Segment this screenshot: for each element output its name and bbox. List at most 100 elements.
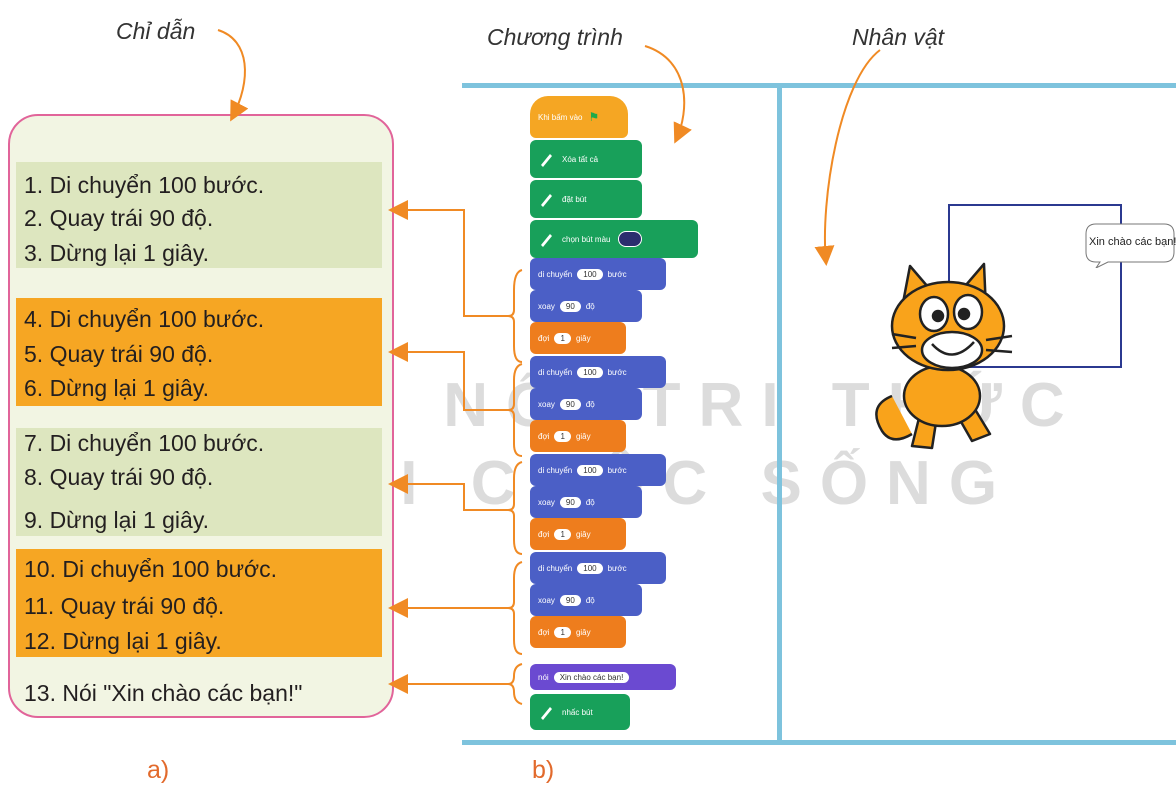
wait-block-unit: giây (575, 627, 591, 637)
wait-block-unit: giây (575, 333, 591, 343)
move-block[interactable]: di chuyển 100 bước (530, 552, 666, 584)
move-block[interactable]: di chuyển 100 bước (530, 356, 666, 388)
pen-icon (541, 194, 552, 207)
color-swatch[interactable] (618, 231, 643, 247)
wait-block-label: đợi (538, 627, 550, 637)
cat-sprite-icon (875, 262, 1013, 450)
instruction-line: 7. Di chuyển 100 bước. (24, 430, 265, 456)
pen-down-block[interactable]: đặt bút (530, 180, 642, 218)
turn-block[interactable]: xoay 90 độ (530, 584, 642, 616)
pen-icon (541, 707, 552, 720)
stage-bottom-border (462, 740, 1176, 745)
turn-block-unit: độ (585, 595, 595, 605)
wait-block-value[interactable]: 1 (554, 528, 571, 540)
wait-block-value[interactable]: 1 (554, 332, 571, 344)
instruction-line: 8. Quay trái 90 độ. (24, 464, 214, 490)
turn-block-label: xoay (538, 595, 555, 605)
brace-group-1 (507, 269, 523, 363)
erase-all-block[interactable]: Xóa tất cả (530, 140, 642, 178)
turn-block-value[interactable]: 90 (559, 594, 581, 606)
say-label: nói (538, 672, 549, 682)
instruction-group-1 (16, 162, 382, 268)
wait-block[interactable]: đợi 1 giây (530, 420, 626, 452)
stage-top-border (462, 83, 1176, 88)
move-block-value[interactable]: 100 (577, 562, 603, 574)
instruction-group-4 (16, 549, 382, 657)
instruction-line: 10. Di chuyển 100 bước. (24, 556, 277, 582)
erase-all-label: Xóa tất cả (562, 154, 599, 164)
move-block-value[interactable]: 100 (577, 464, 603, 476)
wait-block-label: đợi (538, 431, 550, 441)
when-flag-block[interactable]: Khi bấm vào ⚑ (530, 96, 628, 138)
move-block-unit: bước (607, 465, 627, 475)
move-block-value[interactable]: 100 (577, 268, 603, 280)
say-value[interactable]: Xin chào các bạn! (553, 671, 630, 683)
wait-block-label: đợi (538, 529, 550, 539)
turn-block-value[interactable]: 90 (559, 300, 581, 312)
wait-block[interactable]: đợi 1 giây (530, 616, 626, 648)
connector-group-3 (388, 474, 508, 511)
turn-block-unit: độ (585, 399, 595, 409)
pen-icon (541, 234, 552, 247)
wait-block-value[interactable]: 1 (554, 626, 571, 638)
move-block-label: di chuyển (538, 563, 573, 573)
pen-down-label: đặt bút (562, 194, 587, 204)
speech-bubble-text: Xin chào các bạn! (1089, 236, 1176, 248)
turn-block-unit: độ (585, 497, 595, 507)
turn-block-label: xoay (538, 301, 555, 311)
wait-block-label: đợi (538, 333, 550, 343)
heading-program: Chương trình (487, 24, 623, 50)
connector-group-2 (388, 342, 508, 411)
move-block-value[interactable]: 100 (577, 366, 603, 378)
say-block[interactable]: nói Xin chào các bạn! (530, 664, 676, 690)
instruction-line: 1. Di chuyển 100 bước. (24, 172, 265, 198)
program-arrow (644, 45, 692, 144)
turn-block-unit: độ (585, 301, 595, 311)
instruction-line: 3. Dừng lại 1 giây. (24, 240, 210, 266)
instruction-line: 2. Quay trái 90 độ. (24, 205, 214, 231)
brace-group-4 (507, 561, 523, 655)
pen-up-block[interactable]: nhấc bút (530, 694, 630, 730)
set-pen-color-block[interactable]: chọn bút màu (530, 220, 698, 258)
turn-block[interactable]: xoay 90 độ (530, 290, 642, 322)
move-block-label: di chuyển (538, 269, 573, 279)
set-pen-color-label: chọn bút màu (562, 234, 611, 244)
move-block-unit: bước (607, 367, 627, 377)
move-block-label: di chuyển (538, 367, 573, 377)
instruction-group-3 (16, 428, 382, 536)
green-flag-icon: ⚑ (588, 110, 600, 124)
instructions-arrow (217, 29, 249, 122)
instruction-line: 11. Quay trái 90 độ. (24, 593, 225, 619)
pen-up-label: nhấc bút (562, 707, 593, 717)
instruction-line: 5. Quay trái 90 độ. (24, 341, 214, 367)
move-block-unit: bước (607, 563, 627, 573)
instruction-line: 9. Dừng lại 1 giây. (24, 507, 210, 533)
wait-block-value[interactable]: 1 (554, 430, 571, 442)
move-block[interactable]: di chuyển 100 bước (530, 454, 666, 486)
instruction-line: 6. Dừng lại 1 giây. (24, 375, 210, 401)
wait-block-unit: giây (575, 529, 591, 539)
connector-group-1 (388, 200, 508, 317)
speech-bubble (1085, 223, 1175, 268)
instruction-line: 13. Nói "Xin chào các bạn!" (24, 680, 303, 706)
turn-block-value[interactable]: 90 (559, 496, 581, 508)
brace-say (507, 663, 523, 705)
move-block-label: di chuyển (538, 465, 573, 475)
heading-sprite: Nhân vật (852, 24, 945, 50)
caption-b: b) (532, 756, 555, 784)
wait-block-unit: giây (575, 431, 591, 441)
instruction-line: 12. Dừng lại 1 giây. (24, 628, 222, 654)
wait-block[interactable]: đợi 1 giây (530, 322, 626, 354)
caption-a: a) (147, 756, 170, 784)
brace-group-3 (507, 461, 523, 555)
turn-block-label: xoay (538, 399, 555, 409)
turn-block[interactable]: xoay 90 độ (530, 388, 642, 420)
when-flag-label: Khi bấm vào (538, 112, 583, 122)
instruction-line: 4. Di chuyển 100 bước. (24, 306, 265, 332)
instruction-group-2 (16, 298, 382, 406)
wait-block[interactable]: đợi 1 giây (530, 518, 626, 550)
turn-block-value[interactable]: 90 (559, 398, 581, 410)
